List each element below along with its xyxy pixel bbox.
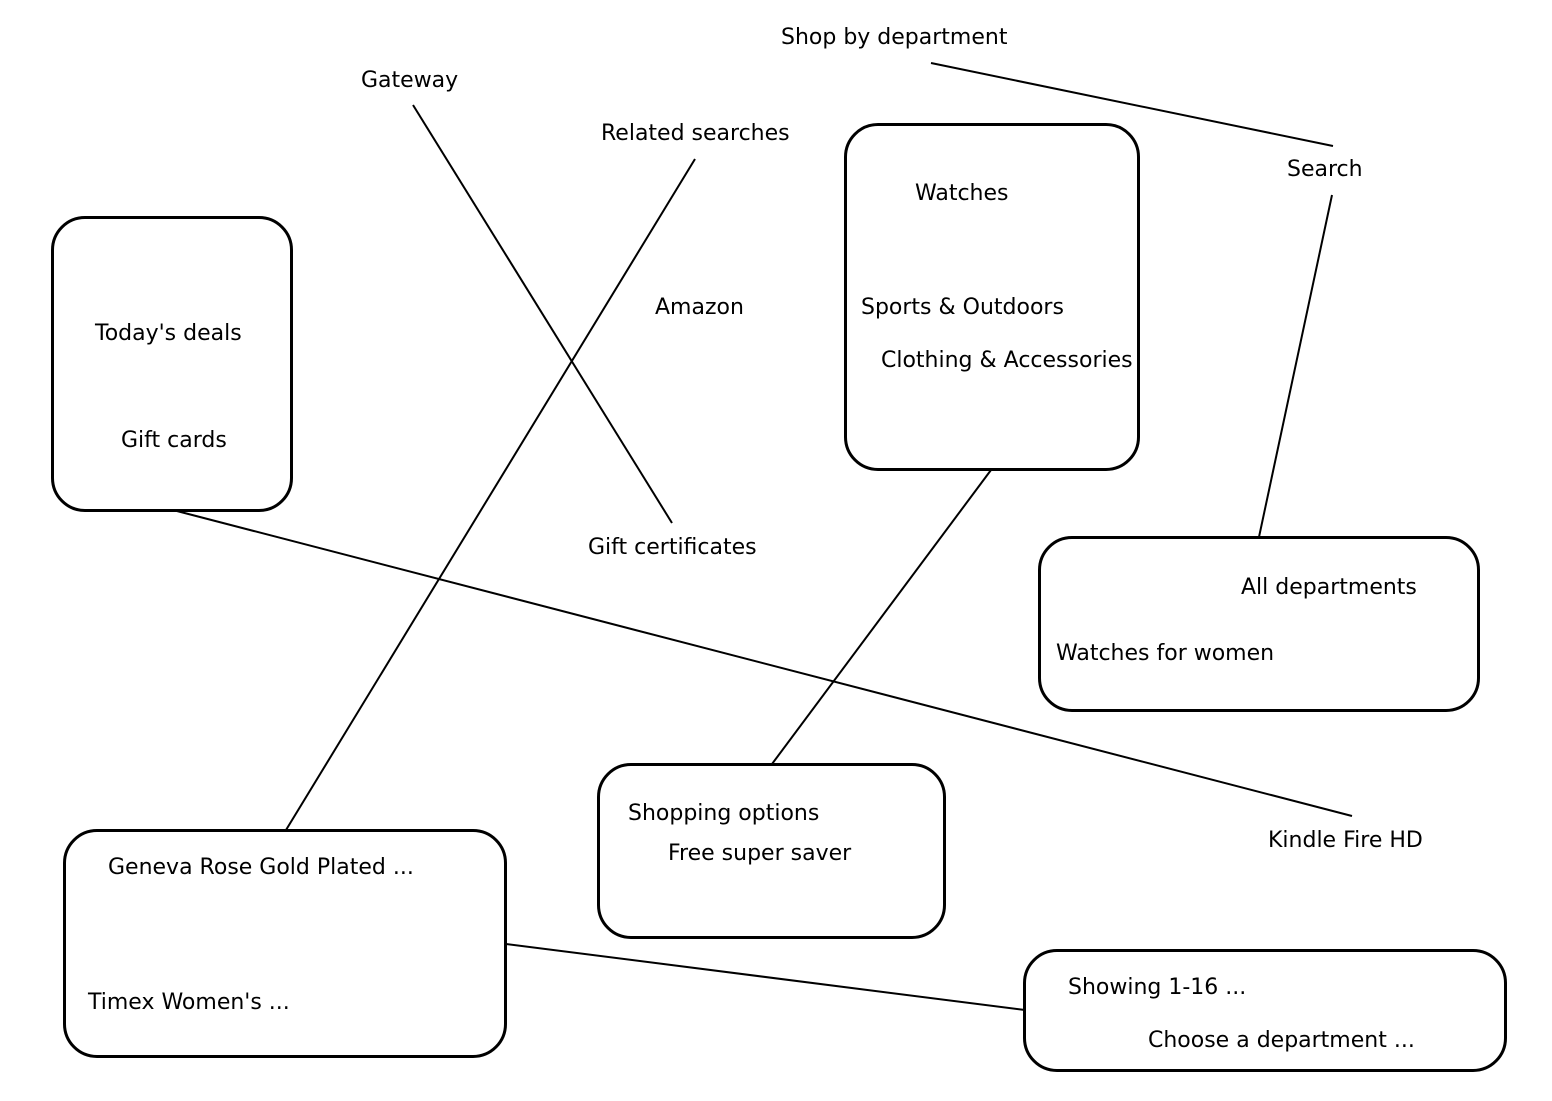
- label-geneva-rose: Geneva Rose Gold Plated ...: [108, 855, 414, 880]
- label-gateway: Gateway: [361, 68, 459, 93]
- box-shopping-options: [597, 763, 946, 939]
- label-watches: Watches: [915, 181, 1009, 206]
- box-deals: [51, 216, 293, 512]
- label-timex-womens: Timex Women's ...: [88, 990, 290, 1015]
- box-results: [1023, 949, 1507, 1072]
- label-related-searches: Related searches: [601, 121, 790, 146]
- box-departments: [1038, 536, 1480, 712]
- line-related-to-geneva: [285, 158, 696, 831]
- line-watches-to-shopping: [771, 469, 992, 765]
- label-search: Search: [1287, 157, 1363, 182]
- label-clothing-accessories: Clothing & Accessories: [881, 348, 1133, 373]
- label-amazon: Amazon: [655, 295, 744, 320]
- line-geneva-to-showing: [505, 943, 1026, 1011]
- line-deals-to-kindle: [172, 509, 1353, 817]
- label-kindle-fire-hd: Kindle Fire HD: [1268, 828, 1423, 853]
- label-all-departments: All departments: [1241, 575, 1417, 600]
- label-gift-cards: Gift cards: [121, 428, 227, 453]
- line-gateway-to-gift-certificates: [412, 104, 673, 524]
- label-shop-by-department: Shop by department: [781, 25, 1008, 50]
- label-gift-certificates: Gift certificates: [588, 535, 757, 560]
- line-shop-to-search: [930, 62, 1334, 147]
- box-watches: [844, 123, 1140, 471]
- line-search-to-departments: [1258, 194, 1333, 538]
- box-products: [63, 829, 507, 1058]
- label-todays-deals: Today's deals: [95, 321, 242, 346]
- label-shopping-options: Shopping options: [628, 801, 820, 826]
- label-showing-1-16: Showing 1-16 ...: [1068, 975, 1247, 1000]
- label-free-super-saver: Free super saver: [668, 841, 852, 866]
- label-choose-department: Choose a department ...: [1148, 1028, 1415, 1053]
- label-sports-outdoors: Sports & Outdoors: [861, 295, 1064, 320]
- label-watches-for-women: Watches for women: [1056, 641, 1275, 666]
